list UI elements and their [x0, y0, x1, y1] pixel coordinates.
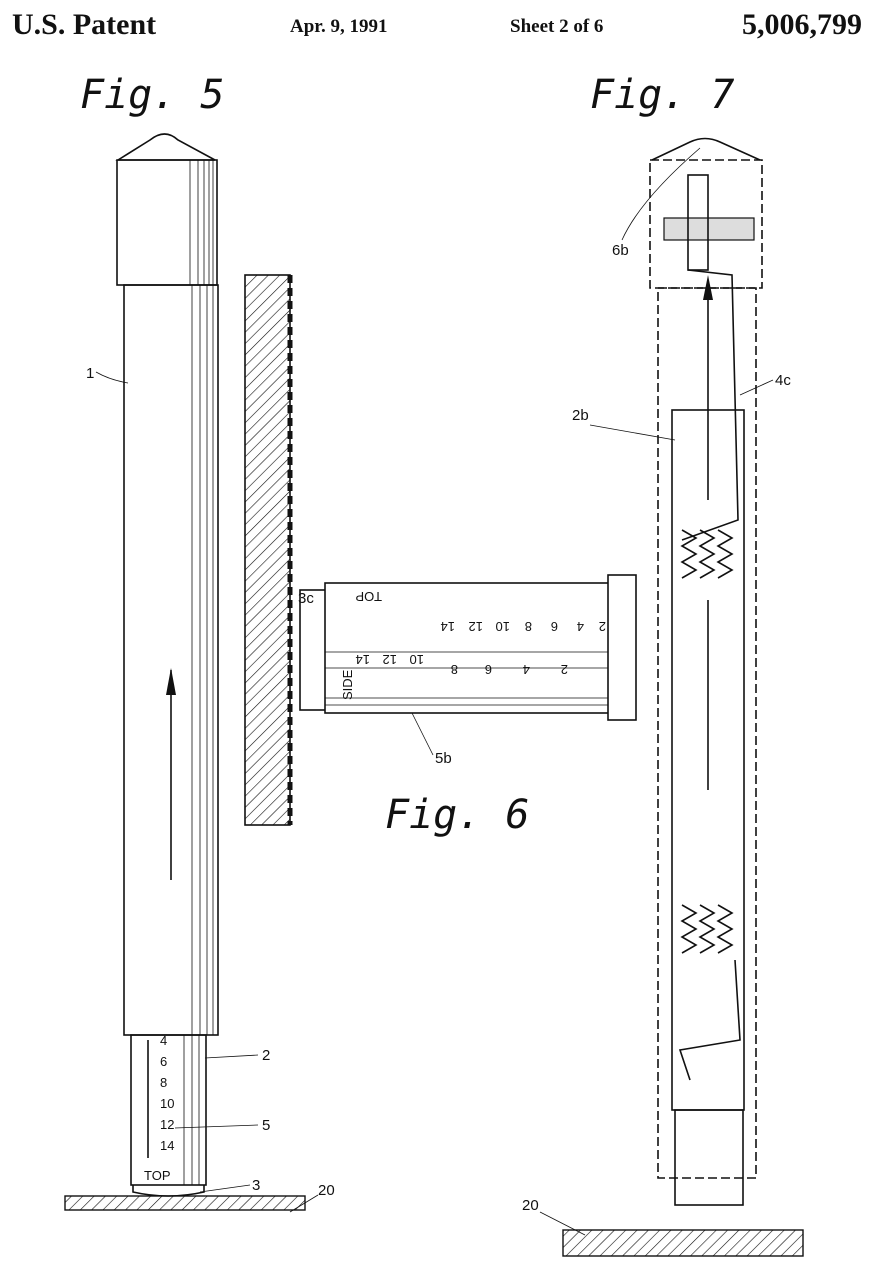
svg-text:6: 6	[485, 662, 492, 677]
fig7-reference-labels: 6b 2b 4c 20	[522, 147, 791, 1236]
svg-text:14: 14	[441, 619, 455, 634]
fig6-top-scale: TOP 14 12 10 8 6 4 2	[356, 589, 607, 634]
patent-number: 5,006,799	[742, 8, 862, 41]
scale-cylinder	[324, 582, 611, 714]
svg-text:14: 14	[160, 1138, 174, 1153]
fig5-reference-labels: 1 2 5 3 20	[86, 365, 335, 1213]
svg-text:10: 10	[496, 619, 510, 634]
figure-6: TOP 14 12 10 8 6 4 2 SIDE 14 12 10 8 6 4…	[244, 274, 637, 838]
svg-text:4: 4	[577, 619, 584, 634]
svg-text:SIDE: SIDE	[340, 669, 355, 700]
surface-20	[562, 1229, 804, 1257]
svg-text:10: 10	[160, 1096, 174, 1111]
svg-text:TOP: TOP	[144, 1168, 171, 1183]
pen-cap-tip	[115, 133, 216, 161]
figure-7: Fig. 7 6b 2b 4c 20	[522, 72, 804, 1257]
svg-text:14: 14	[356, 652, 370, 667]
pen-barrel	[123, 284, 219, 1036]
fig5-label: Fig. 5	[80, 72, 225, 118]
pen-tip	[132, 1185, 205, 1197]
fig7-label: Fig. 7	[590, 72, 735, 118]
spring-upper	[680, 529, 734, 579]
svg-text:2: 2	[599, 619, 606, 634]
svg-text:8: 8	[525, 619, 532, 634]
svg-text:2: 2	[561, 662, 568, 677]
measuring-tube	[130, 1034, 207, 1186]
svg-text:4: 4	[160, 1033, 167, 1048]
svg-text:TOP: TOP	[356, 589, 383, 604]
label-5b: 5b	[435, 750, 452, 767]
fig5-scale: 4 6 8 10 12 14 TOP	[144, 1033, 174, 1183]
wire-4c	[681, 269, 739, 541]
svg-text:5: 5	[262, 1117, 270, 1134]
svg-text:12: 12	[469, 619, 483, 634]
spring-lower	[680, 904, 734, 954]
svg-text:12: 12	[383, 652, 397, 667]
pen-cap	[116, 159, 218, 286]
svg-text:6: 6	[160, 1054, 167, 1069]
svg-text:2: 2	[262, 1047, 270, 1064]
surface-20	[64, 1195, 306, 1211]
fig6-side-scale: SIDE 14 12 10 8 6 4 2	[340, 652, 568, 700]
wall-section	[244, 274, 291, 826]
svg-text:20: 20	[522, 1197, 539, 1214]
svg-text:12: 12	[160, 1117, 174, 1132]
svg-text:20: 20	[318, 1182, 335, 1199]
cap-section	[649, 159, 763, 289]
svg-text:1: 1	[86, 365, 94, 382]
fig6-label: Fig. 6	[385, 792, 530, 838]
svg-text:8: 8	[160, 1075, 167, 1090]
patent-date: Apr. 9, 1991	[290, 16, 388, 37]
patent-title: U.S. Patent	[12, 8, 157, 41]
svg-text:3: 3	[252, 1177, 260, 1194]
label-3c: 3c	[298, 590, 314, 607]
figure-5: Fig. 5 4 6 8 10 12 14	[64, 72, 335, 1213]
svg-text:4c: 4c	[775, 372, 791, 389]
svg-text:8: 8	[451, 662, 458, 677]
svg-text:10: 10	[410, 652, 424, 667]
svg-text:6: 6	[551, 619, 558, 634]
sheet-number: Sheet 2 of 6	[510, 16, 604, 37]
svg-text:2b: 2b	[572, 407, 589, 424]
svg-text:6b: 6b	[612, 242, 629, 259]
svg-text:4: 4	[523, 662, 530, 677]
